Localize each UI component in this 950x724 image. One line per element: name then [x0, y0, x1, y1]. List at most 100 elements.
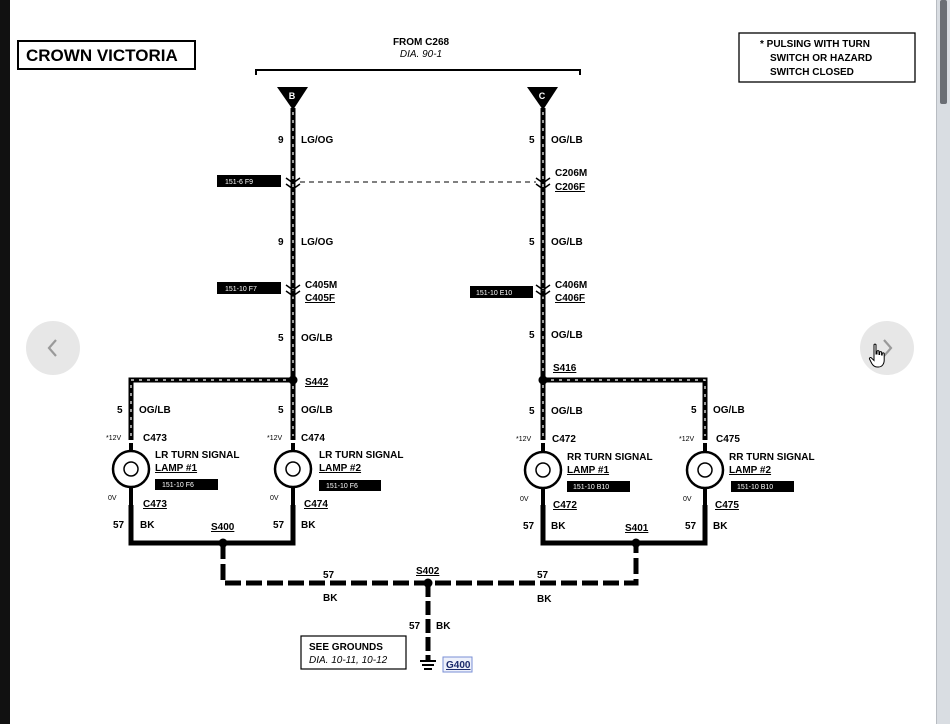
branch-3-num: 5	[529, 406, 535, 417]
note-box	[738, 32, 916, 83]
lamp-2-connector-bottom: C474	[304, 499, 328, 510]
lamp-4-name-1: RR TURN SIGNAL	[729, 452, 815, 463]
branch-2-color: OG/LB	[301, 405, 333, 416]
wire-left-low-color: OG/LB	[301, 333, 333, 344]
lamp-rr-2: *12V C475 RR TURN SIGNAL LAMP #2 151-10 …	[679, 434, 815, 511]
splice-s402-dot	[423, 578, 433, 588]
lamp-3-name-1: RR TURN SIGNAL	[567, 452, 653, 463]
lamp-2-voltage-high: *12V	[267, 435, 283, 442]
ground-wire-1-num: 57	[113, 520, 125, 531]
c206-chevron-right	[535, 177, 551, 190]
wire-ground-left	[128, 505, 296, 546]
splice-s401-dot	[631, 538, 641, 548]
wire-right-mid-color: OG/LB	[551, 237, 583, 248]
wire-left-top-color: LG/OG	[301, 135, 333, 146]
wire-right-top-num: 5	[529, 135, 535, 146]
wire-branch-s442-stripe	[130, 379, 294, 436]
lamp-1-bulb	[111, 449, 151, 489]
lamp-2-bulb	[273, 449, 313, 489]
chevron-right-icon	[883, 339, 893, 357]
ground-wire-4-num: 57	[685, 521, 697, 532]
branch-4-num: 5	[691, 405, 697, 416]
see-grounds-line-2: DIA. 10-11, 10-12	[309, 655, 388, 666]
splice-s416-label: S416	[553, 363, 577, 374]
ground-wire-2-num: 57	[273, 520, 285, 531]
wire-right-top-color: OG/LB	[551, 135, 583, 146]
next-button[interactable]	[860, 321, 914, 375]
lamp-1-voltage-high: *12V	[106, 435, 122, 442]
c406-chevron	[535, 284, 551, 297]
connector-c206f: C206F	[555, 182, 585, 193]
lamp-1-filament	[123, 461, 139, 477]
connector-c405f: C405F	[305, 293, 335, 304]
note-line-3: SWITCH CLOSED	[770, 67, 854, 78]
splice-s400-dot	[218, 538, 228, 548]
splice-s442-dot	[288, 375, 298, 385]
ground-wire-1-color: BK	[140, 520, 155, 531]
lamp-3-connector-bottom: C472	[553, 500, 577, 511]
connector-c406m: C406M	[555, 280, 587, 291]
g400-highlight	[442, 656, 473, 673]
from-connector-label: FROM C268	[393, 37, 450, 48]
from-connector-bracket	[255, 69, 581, 75]
ground-main-right-color: BK	[537, 594, 552, 605]
lamp-lr-1: *12V C473 LR TURN SIGNAL LAMP #1 151-10 …	[106, 433, 239, 510]
branch-1-num: 5	[117, 405, 123, 416]
note-line-1: * PULSING WITH TURN	[760, 39, 870, 50]
viewer-left-border	[0, 0, 10, 724]
ground-main-left-num: 57	[323, 570, 335, 581]
lamp-2-name-2: LAMP #2	[319, 463, 361, 474]
lamp-1-voltage-low: 0V	[108, 495, 117, 502]
branch-2-num: 5	[278, 405, 284, 416]
ref-tag-3	[470, 286, 533, 298]
ground-g400-label[interactable]: G400	[446, 660, 471, 671]
c206-chevron-left	[285, 177, 301, 190]
lamp-1-name-2: LAMP #1	[155, 463, 197, 474]
wire-right-mid-num: 5	[529, 237, 535, 248]
wire-left-low-num: 5	[278, 333, 284, 344]
pin-c-triangle	[527, 87, 558, 110]
scrollbar[interactable]	[936, 0, 950, 724]
page-title: CROWN VICTORIA	[26, 46, 178, 65]
branch-4-color: OG/LB	[713, 405, 745, 416]
lamp-2-filament	[285, 461, 301, 477]
lamp-2-voltage-low: 0V	[270, 495, 279, 502]
connector-c406f: C406F	[555, 293, 585, 304]
splice-s416-dot	[538, 375, 548, 385]
see-grounds-line-1: SEE GROUNDS	[309, 642, 383, 653]
ground-wire-3-color: BK	[551, 521, 566, 532]
wire-left-mid-num: 9	[278, 237, 284, 248]
ground-main-left-color: BK	[323, 593, 338, 604]
connector-c405m: C405M	[305, 280, 337, 291]
ground-drop-color: BK	[436, 621, 451, 632]
lamp-1-connector-bottom: C473	[143, 499, 167, 510]
ground-wire-2-color: BK	[301, 520, 316, 531]
splice-s442-label: S442	[305, 377, 329, 388]
splice-s401-label: S401	[625, 523, 649, 534]
ground-symbol	[420, 660, 436, 670]
lamp-4-ref: 151-10 B10	[737, 484, 773, 491]
wire-left-top-num: 9	[278, 135, 284, 146]
previous-button[interactable]	[26, 321, 80, 375]
lamp-3-voltage-low: 0V	[520, 496, 529, 503]
wire-left-mid-color: LG/OG	[301, 237, 333, 248]
wire-branch-s416-stripe	[542, 379, 706, 436]
lamp-rr-1: *12V C472 RR TURN SIGNAL LAMP #1 151-10 …	[516, 434, 653, 511]
ground-drop-num: 57	[409, 621, 421, 632]
lamp-4-voltage-low: 0V	[683, 496, 692, 503]
title-box	[17, 40, 196, 70]
chevron-left-icon	[47, 339, 57, 357]
scrollbar-thumb[interactable]	[940, 0, 947, 104]
ref-tag-3-text: 151-10 E10	[476, 290, 512, 297]
lamp-3-ref: 151-10 B10	[573, 484, 609, 491]
lamp-4-filament	[697, 462, 713, 478]
lamp-lr-2: *12V C474 LR TURN SIGNAL LAMP #2 151-10 …	[267, 433, 403, 510]
lamp-2-name-1: LR TURN SIGNAL	[319, 450, 403, 461]
wire-right-low-color: OG/LB	[551, 330, 583, 341]
ref-tag-1-text: 151-6 F9	[225, 179, 253, 186]
ref-tag-2-text: 151-10 F7	[225, 286, 257, 293]
lamp-4-name-2: LAMP #2	[729, 465, 771, 476]
ground-main-right-num: 57	[537, 570, 549, 581]
from-connector-dia: DIA. 90-1	[400, 49, 442, 60]
